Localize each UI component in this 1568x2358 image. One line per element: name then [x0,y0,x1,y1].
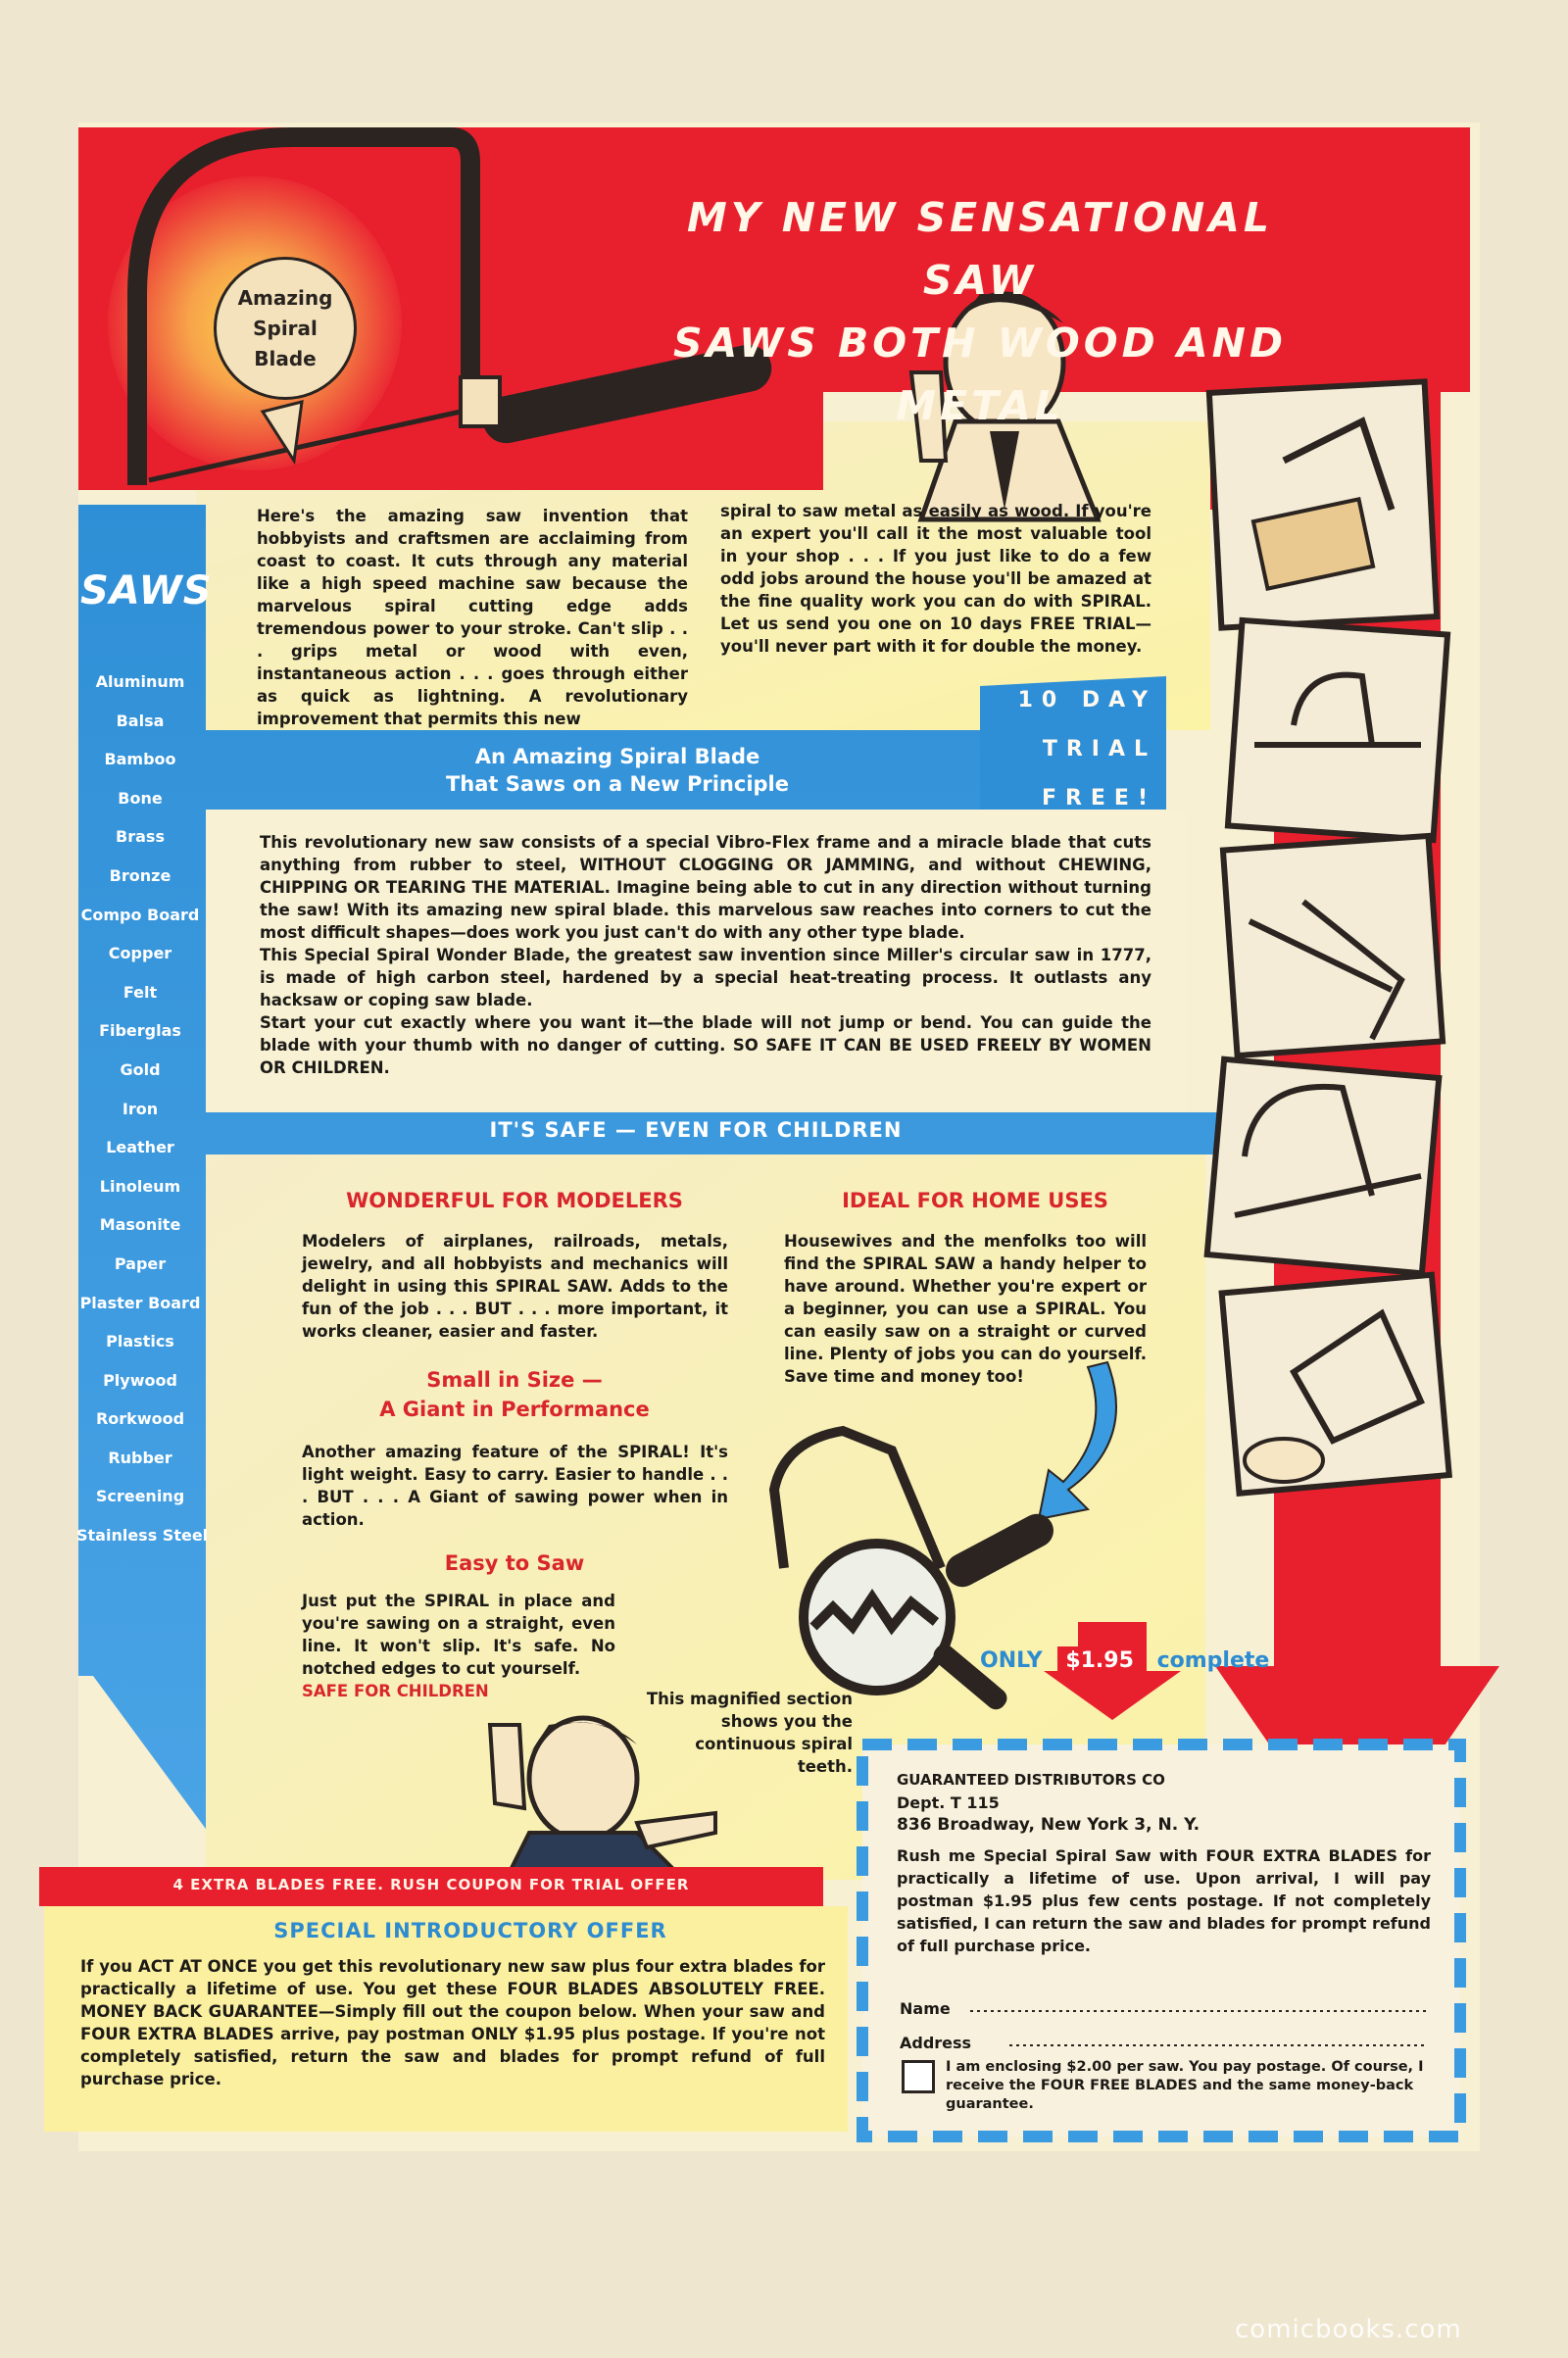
saws-material-item: Felt [122,982,158,1002]
coupon-address: 836 Broadway, New York 3, N. Y. [897,1815,1200,1835]
saws-material-item: Leather [106,1138,174,1157]
coupon-name-label: Name [900,1999,951,2018]
offer-banner: 4 EXTRA BLADES FREE. RUSH COUPON FOR TRI… [172,1876,690,1893]
coupon-address-label: Address [900,2034,972,2052]
headline-line-1: MY NEW SENSATIONAL SAW [686,194,1273,304]
saws-material-item: Masonite [99,1215,181,1235]
special-offer-text: If you ACT AT ONCE you get this revoluti… [80,1957,825,2088]
blue-sidebar-arrow [78,505,1220,1862]
small-size-heading-line-2: A Giant in Performance [379,1398,650,1421]
description-panel [206,810,1186,1112]
usage-panel-1 [1205,378,1441,631]
saws-material-item: Plywood [103,1370,177,1390]
trial-line-2: TRIAL [1042,737,1156,761]
saws-material-item: Balsa [116,711,165,730]
description-para-3: Start your cut exactly where you want it… [260,1013,1152,1077]
usage-panel-2 [1224,616,1451,844]
price-callout: ONLY $1.95 complete [980,1646,1269,1675]
home-uses-heading: IDEAL FOR HOME USES [842,1189,1108,1212]
saws-material-item: Copper [108,944,172,963]
saws-material-item: Stainless Steel [76,1526,209,1546]
home-uses-text: Housewives and the menfolks too will fin… [784,1232,1147,1386]
headline-line-2: SAWS BOTH WOOD AND METAL [672,319,1288,429]
saws-sidebar-title: SAWS [80,568,213,614]
spiral-blade-badge: Amazing Spiral Blade [214,257,357,400]
trial-line-3: FREE! [1041,786,1156,811]
coupon-enclose-text: I am enclosing $2.00 per saw. You pay po… [946,2059,1424,2112]
usage-panel-4 [1203,1056,1443,1277]
coupon-dept: Dept. T 115 [897,1793,1000,1812]
coupon-company: GUARANTEED DISTRIBUTORS CO [897,1771,1165,1789]
watermark: comicbooks.com [1235,2315,1462,2344]
headline: MY NEW SENSATIONAL SAW SAWS BOTH WOOD AN… [627,186,1333,437]
saws-material-item: Linoleum [99,1176,181,1196]
saws-material-item: Compo Board [80,905,200,924]
modelers-heading: WONDERFUL FOR MODELERS [346,1189,683,1212]
saws-material-item: Rorkwood [95,1409,185,1429]
saws-material-item: Paper [114,1253,167,1273]
coupon-border [857,1739,1466,2142]
saws-material-item: Plastics [106,1332,174,1351]
offer-banner-bg [39,1867,823,1906]
order-coupon: GUARANTEED DISTRIBUTORS CO Dept. T 115 8… [897,1769,1431,1957]
saws-material-item: Bronze [109,865,172,885]
spiral-blade-heading: An Amazing Spiral Blade That Saws on a N… [412,743,823,798]
saws-material-item: Screening [95,1487,185,1506]
price-amount: $1.95 [1057,1646,1142,1675]
pointing-man-illustration [908,291,1102,522]
easy-block: Just put the SPIRAL in place and you're … [302,1590,615,1702]
saws-material-item: Iron [122,1099,159,1118]
saws-material-item: Bamboo [104,750,176,769]
saws-material-item: Aluminum [95,672,185,691]
easy-text: Just put the SPIRAL in place and you're … [302,1592,615,1678]
red-header-band [78,127,1470,1372]
easy-safe-note: SAFE FOR CHILDREN [302,1682,489,1700]
saws-material-item: Brass [116,827,165,847]
magnified-caption: This magnified section shows you the con… [646,1690,853,1776]
badge-line-3: Blade [254,346,317,370]
modelers-text: Modelers of airplanes, railroads, metals… [302,1232,728,1341]
price-complete-label: complete [1156,1648,1270,1673]
spiral-heading-line-1: An Amazing Spiral Blade [474,745,760,768]
badge-line-1: Amazing [237,285,333,310]
waving-man-illustration [487,1715,717,1874]
saws-material-item: Plaster Board [79,1293,201,1312]
description-para-1: This revolutionary new saw consists of a… [260,833,1152,942]
description-para-2: This Special Spiral Wonder Blade, the gr… [260,946,1152,1009]
special-offer-heading: SPECIAL INTRODUCTORY OFFER [273,1919,667,1942]
saws-material-item: Rubber [108,1448,172,1467]
description-block: This revolutionary new saw consists of a… [260,831,1152,1079]
magnified-saw-illustration [768,1425,1054,1710]
intro-text-col2: spiral to saw metal as easily as wood. I… [720,502,1152,656]
intro-text-col1: Here's the amazing saw invention that ho… [257,507,688,728]
saws-material-item: Fiberglas [99,1021,181,1041]
saw-handle [482,344,772,444]
saw-handle-ferrule [459,375,502,428]
saw-blade-line [148,409,462,483]
easy-heading: Easy to Saw [444,1551,585,1575]
spiral-heading-line-2: That Saws on a New Principle [445,772,790,796]
small-size-text: Another amazing feature of the SPIRAL! I… [302,1443,728,1529]
saws-material-item: Bone [118,788,163,808]
badge-line-2: Spiral [253,316,318,340]
trial-box [980,676,1166,810]
small-size-heading: Small in Size — A Giant in Performance [294,1365,735,1424]
saws-material-item: Gold [120,1059,161,1079]
trial-offer-box: 10 DAY TRIAL FREE! [990,676,1156,823]
coupon-enclose-checkbox[interactable] [902,2060,935,2093]
trial-line-1: 10 DAY [1017,688,1156,712]
usage-panel-5 [1218,1271,1452,1498]
usage-panel-3 [1219,832,1446,1059]
badge-pointer [260,400,304,466]
special-offer-panel [44,1906,848,2132]
coupon-text: Rush me Special Spiral Saw with FOUR EXT… [897,1846,1431,1955]
small-size-heading-line-1: Small in Size — [426,1368,603,1392]
price-only-label: ONLY [980,1648,1043,1673]
safe-for-children-heading: IT'S SAFE — EVEN FOR CHILDREN [489,1118,903,1142]
saw-frame-illustration [127,127,480,485]
